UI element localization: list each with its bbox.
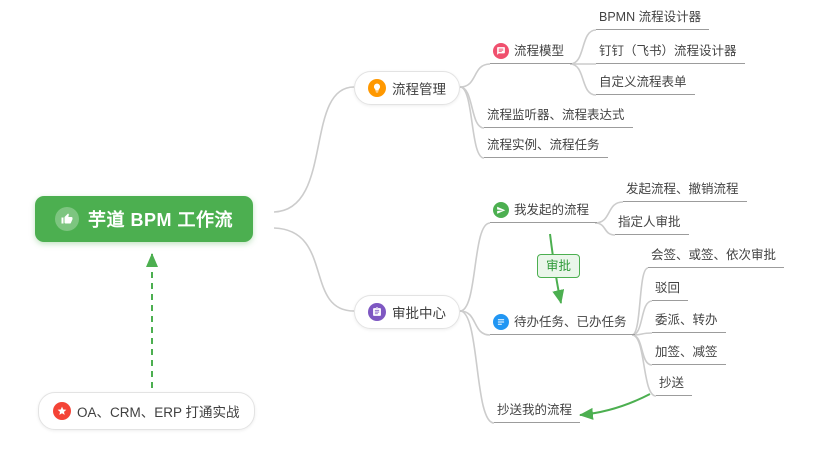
comment-icon xyxy=(493,43,509,59)
node-label: 审批中心 xyxy=(392,306,446,321)
node-practice[interactable]: OA、CRM、ERP 打通实战 xyxy=(38,392,255,430)
node-label: 发起流程、撤销流程 xyxy=(626,182,739,196)
edge-tasks-reject xyxy=(631,300,653,336)
edge-initiated-assignee xyxy=(594,222,616,236)
star-icon xyxy=(53,402,71,420)
root-label: 芋道 BPM 工作流 xyxy=(88,210,234,230)
node-my-initiated[interactable]: 我发起的流程 xyxy=(490,202,598,223)
edge-process-instance xyxy=(459,86,485,159)
node-cc[interactable]: 抄送 xyxy=(656,375,693,396)
node-process-instance[interactable]: 流程实例、流程任务 xyxy=(484,137,608,158)
node-bpmn-designer[interactable]: BPMN 流程设计器 xyxy=(596,9,710,30)
node-reject[interactable]: 驳回 xyxy=(652,280,689,301)
edge-process-model xyxy=(459,63,491,88)
edge-model-bpmn xyxy=(569,29,597,65)
relation-label-approval[interactable]: 审批 xyxy=(537,254,581,278)
edge-tasks-cc xyxy=(631,334,657,397)
node-delegate-transfer[interactable]: 委派、转办 xyxy=(652,312,726,333)
node-label: 抄送 xyxy=(659,376,685,390)
checklist-icon xyxy=(493,314,509,330)
thumbs-up-icon xyxy=(55,207,79,231)
root-node[interactable]: 芋道 BPM 工作流 xyxy=(35,196,254,242)
node-label: 指定人审批 xyxy=(618,215,681,229)
node-label: 驳回 xyxy=(655,281,681,295)
edge-approval-initiated xyxy=(459,222,491,312)
edge-approval-cc xyxy=(459,310,495,424)
node-label: 会签、或签、依次审批 xyxy=(651,248,777,262)
node-assignee-approval[interactable]: 指定人审批 xyxy=(615,214,689,235)
edge-model-customform xyxy=(569,63,597,96)
lightbulb-icon xyxy=(368,79,386,97)
node-process-management[interactable]: 流程管理 xyxy=(354,71,460,105)
edge-root-approval xyxy=(273,227,355,312)
node-cc-my-process[interactable]: 抄送我的流程 xyxy=(494,402,581,423)
node-label: 委派、转办 xyxy=(655,313,718,327)
send-icon xyxy=(493,202,509,218)
edge-initiated-start xyxy=(594,201,624,224)
edge-tasks-countersign xyxy=(631,267,649,336)
node-label: 待办任务、已办任务 xyxy=(514,315,627,329)
node-label: 流程模型 xyxy=(514,44,565,58)
clipboard-icon xyxy=(368,303,386,321)
node-label: 抄送我的流程 xyxy=(497,403,573,417)
edge-approval-tasks xyxy=(459,310,491,336)
node-label: 自定义流程表单 xyxy=(599,75,687,89)
node-label: 流程监听器、流程表达式 xyxy=(487,108,625,122)
node-countersign[interactable]: 会签、或签、依次审批 xyxy=(648,247,785,268)
node-custom-form[interactable]: 自定义流程表单 xyxy=(596,74,695,95)
node-todo-done-tasks[interactable]: 待办任务、已办任务 xyxy=(490,314,635,335)
node-dingtalk-designer[interactable]: 钉钉（飞书）流程设计器 xyxy=(596,43,745,64)
relation-label-text: 审批 xyxy=(546,259,572,273)
edge-root-process xyxy=(273,86,355,213)
node-start-cancel-process[interactable]: 发起流程、撤销流程 xyxy=(623,181,747,202)
relation-arrow-cc xyxy=(579,393,651,420)
edge-tasks-addsign xyxy=(631,334,653,366)
node-process-model[interactable]: 流程模型 xyxy=(490,43,573,64)
node-label: 我发起的流程 xyxy=(514,203,590,217)
node-label: BPMN 流程设计器 xyxy=(599,10,702,24)
node-add-remove-sign[interactable]: 加签、减签 xyxy=(652,344,726,365)
node-label: OA、CRM、ERP 打通实战 xyxy=(77,405,240,420)
node-approval-center[interactable]: 审批中心 xyxy=(354,295,460,329)
node-label: 钉钉（飞书）流程设计器 xyxy=(599,44,737,58)
node-label: 加签、减签 xyxy=(655,345,718,359)
node-label: 流程实例、流程任务 xyxy=(487,138,600,152)
node-process-listener[interactable]: 流程监听器、流程表达式 xyxy=(484,107,633,128)
node-label: 流程管理 xyxy=(392,82,446,97)
branch-edges xyxy=(273,29,657,424)
